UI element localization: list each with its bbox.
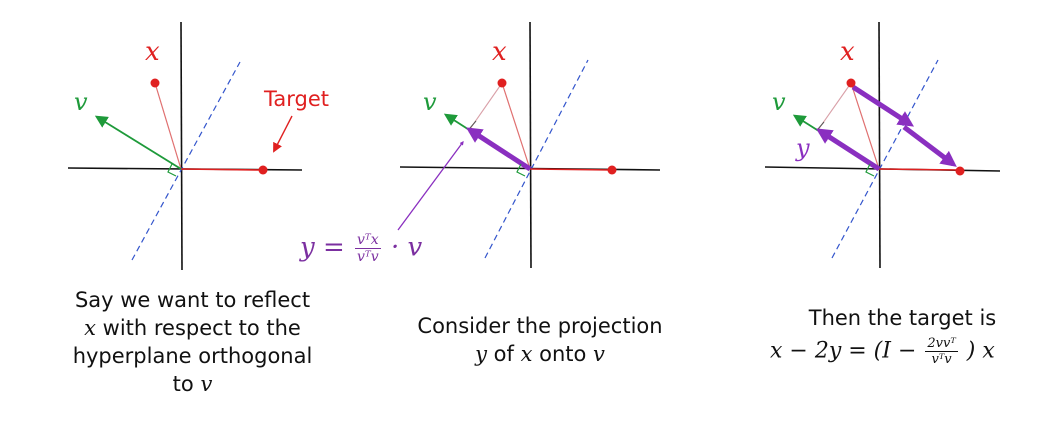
right-angle-mark bbox=[865, 163, 875, 177]
formula-numerator: vᵀx bbox=[355, 232, 381, 249]
panel-3: x v y bbox=[764, 21, 1001, 269]
formula-pointer-arrow bbox=[397, 140, 464, 231]
x-ray bbox=[501, 82, 531, 170]
formula-denominator: vᵀv bbox=[931, 352, 952, 367]
x-point bbox=[150, 78, 160, 88]
target-ray bbox=[529, 168, 613, 171]
formula-lhs: x − 2y = (I − bbox=[770, 338, 917, 364]
caption-text: hyperplane orthogonal bbox=[72, 344, 313, 368]
target-point bbox=[607, 165, 617, 175]
caption-panel-3: Then the target is bbox=[760, 304, 1045, 332]
formula-lhs: y = bbox=[300, 232, 345, 263]
formula-fraction: vᵀx vᵀv bbox=[355, 232, 381, 265]
projection-formula: y = vᵀx vᵀv · v bbox=[300, 232, 422, 265]
formula-numerator: 2vvᵀ bbox=[925, 336, 958, 352]
formula-fraction: 2vvᵀ vᵀv bbox=[925, 336, 958, 367]
target-point bbox=[955, 166, 965, 176]
caption-line: hyperplane orthogonal bbox=[20, 342, 365, 370]
caption-line: y of x onto v bbox=[375, 340, 705, 368]
hyperplane-line bbox=[484, 59, 589, 259]
caption-panel-1: Say we want to reflect x with respect to… bbox=[20, 286, 365, 398]
x-point bbox=[497, 78, 507, 88]
y-axis bbox=[180, 21, 183, 271]
x-label: x bbox=[492, 37, 507, 67]
x-label: x bbox=[840, 37, 855, 67]
formula-rhs: · v bbox=[390, 232, 423, 263]
y-projection-vector bbox=[815, 128, 881, 172]
v-label: v bbox=[423, 88, 437, 116]
right-angle-mark bbox=[167, 163, 177, 177]
formula-denominator: vᵀv bbox=[357, 249, 379, 265]
right-angle-mark bbox=[516, 163, 526, 177]
hyperplane-line bbox=[831, 59, 939, 259]
caption-text: to bbox=[172, 372, 201, 396]
x-ray bbox=[154, 82, 182, 170]
caption-line: Say we want to reflect bbox=[20, 286, 365, 314]
target-label: Target bbox=[263, 87, 329, 111]
caption-text: of bbox=[486, 342, 521, 366]
caption-line: x with respect to the bbox=[20, 314, 365, 342]
hyperplane-line bbox=[131, 61, 241, 261]
caption-math-x: x bbox=[520, 342, 533, 366]
target-ray bbox=[180, 168, 264, 171]
formula-rhs: ) x bbox=[966, 338, 995, 364]
y-axis bbox=[529, 21, 532, 269]
x-ray bbox=[850, 82, 880, 170]
caption-line: to v bbox=[20, 370, 365, 398]
target-point bbox=[258, 165, 268, 175]
x-label: x bbox=[145, 37, 160, 67]
caption-math-x: x bbox=[84, 316, 96, 340]
caption-text: Say we want to reflect bbox=[74, 288, 311, 312]
caption-line: Consider the projection bbox=[417, 314, 663, 338]
caption-math-v: v bbox=[200, 372, 213, 396]
y-axis bbox=[878, 21, 881, 269]
caption-text: with respect to the bbox=[95, 316, 301, 340]
x-point bbox=[846, 78, 856, 88]
caption-math-y: y bbox=[475, 342, 487, 366]
v-vector bbox=[94, 115, 182, 170]
caption-panel-2: Consider the projection y of x onto v bbox=[375, 312, 705, 368]
caption-math-v: v bbox=[593, 342, 605, 366]
v-label: v bbox=[772, 88, 786, 116]
reflection-formula: x − 2y = (I − 2vvᵀ vᵀv ) x bbox=[770, 336, 995, 367]
caption-line: Then the target is bbox=[808, 306, 997, 330]
v-label: v bbox=[74, 88, 88, 116]
caption-text: onto bbox=[532, 342, 594, 366]
minus-y-step-1 bbox=[851, 84, 915, 127]
y-label: y bbox=[795, 134, 810, 162]
target-ray bbox=[878, 168, 961, 171]
panel-1: x v Target bbox=[67, 21, 329, 271]
target-pointer-arrow bbox=[273, 115, 293, 153]
panel-2: x v bbox=[397, 21, 661, 269]
y-projection-vector bbox=[465, 127, 532, 172]
minus-y-step-2 bbox=[902, 125, 957, 167]
